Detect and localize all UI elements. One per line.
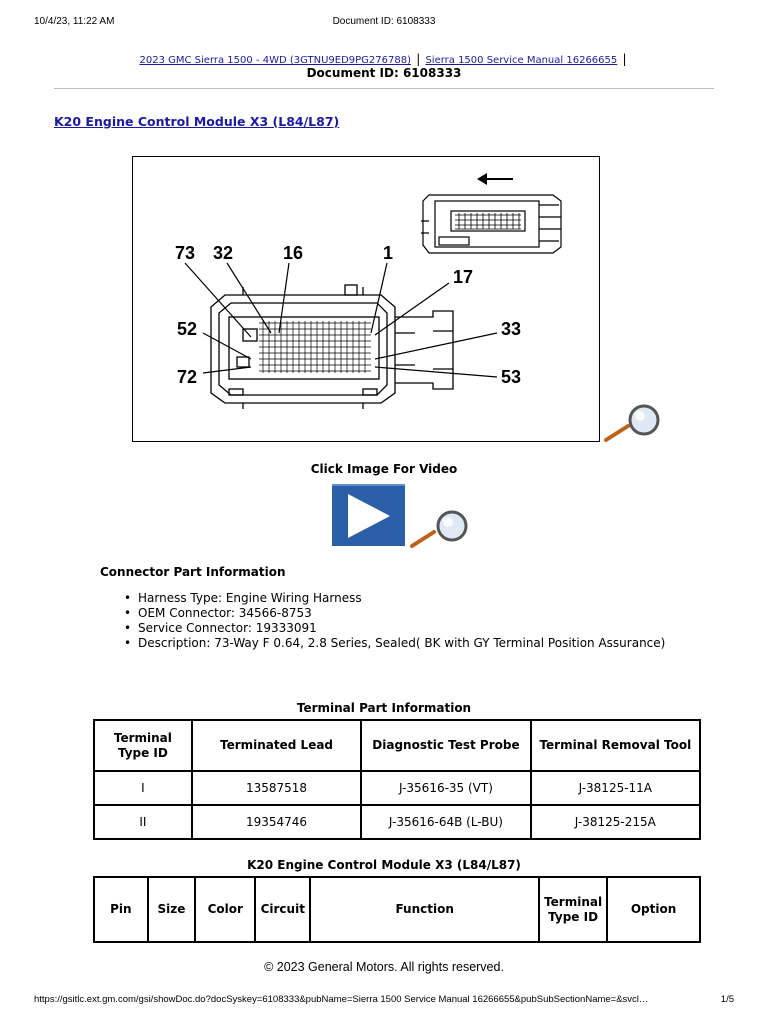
column-header: Terminated Lead xyxy=(190,719,363,772)
table-cell: 19354746 xyxy=(190,804,363,840)
vehicle-link[interactable]: 2023 GMC Sierra 1500 - 4WD (3GTNU9ED9PG2… xyxy=(139,55,412,66)
table-row: I 13587518 J-35616-35 (VT) J-38125-11A xyxy=(93,770,702,806)
table-cell: I xyxy=(93,770,193,806)
column-header: Color xyxy=(194,876,257,943)
play-icon xyxy=(348,494,390,538)
table-row: II 19354746 J-35616-64B (L-BU) J-38125-2… xyxy=(93,804,702,840)
magnifier-icon[interactable] xyxy=(604,402,666,446)
breadcrumb: 2023 GMC Sierra 1500 - 4WD (3GTNU9ED9PG2… xyxy=(0,52,768,68)
callout-label: 1 xyxy=(383,243,393,263)
print-header: 10/4/23, 11:22 AM Document ID: 6108333 xyxy=(34,16,734,30)
callout-label: 32 xyxy=(213,243,233,263)
callout-label: 17 xyxy=(453,267,473,287)
breadcrumb-separator: | xyxy=(416,52,421,66)
table-cell: J-35616-35 (VT) xyxy=(360,770,532,806)
table-cell: J-38125-215A xyxy=(529,804,702,840)
copyright: © 2023 General Motors. All rights reserv… xyxy=(264,960,504,974)
column-header: Terminal Type ID xyxy=(538,876,609,943)
list-item: OEM Connector: 34566-8753 xyxy=(122,606,682,621)
callout-label: 72 xyxy=(177,367,197,387)
terminal-cavities xyxy=(259,321,371,373)
column-header: Option xyxy=(606,876,701,943)
callout-label: 33 xyxy=(501,319,521,339)
callout-labels: 73 32 16 1 17 52 33 72 53 xyxy=(175,243,521,387)
column-header: Function xyxy=(309,876,541,943)
connector-info-heading: Connector Part Information xyxy=(100,565,286,579)
column-header: Terminal Removal Tool xyxy=(529,719,702,772)
divider xyxy=(54,88,714,89)
table-header-row: Pin Size Color Circuit Function Terminal… xyxy=(93,876,701,943)
print-url: https://gsitlc.ext.gm.com/gsi/showDoc.do… xyxy=(34,994,649,1005)
column-header: Diagnostic Test Probe xyxy=(360,719,532,772)
connector-drawing: 73 32 16 1 17 52 33 72 53 xyxy=(175,173,562,409)
page-number: 1/5 xyxy=(720,994,734,1005)
table-cell: J-35616-64B (L-BU) xyxy=(360,804,532,840)
column-header: Pin xyxy=(93,876,149,943)
column-header: Circuit xyxy=(254,876,312,943)
terminal-table: Terminal Type ID Terminated Lead Diagnos… xyxy=(93,719,702,840)
list-item: Service Connector: 19333091 xyxy=(122,621,682,636)
video-label: Click Image For Video xyxy=(310,462,458,476)
terminal-table-caption: Terminal Part Information xyxy=(296,701,472,715)
table-cell: 13587518 xyxy=(190,770,363,806)
table-header-row: Terminal Type ID Terminated Lead Diagnos… xyxy=(93,719,702,772)
column-header: Terminal Type ID xyxy=(93,719,193,772)
pin-table-caption: K20 Engine Control Module X3 (L84/L87) xyxy=(247,858,521,872)
callout-leaders xyxy=(184,262,498,378)
manual-link[interactable]: Sierra 1500 Service Manual 16266655 xyxy=(425,55,618,66)
connector-inset-view xyxy=(421,194,562,254)
table-cell: II xyxy=(93,804,193,840)
connector-info-list: Harness Type: Engine Wiring Harness OEM … xyxy=(122,591,682,651)
print-doc-title: Document ID: 6108333 xyxy=(332,16,436,27)
callout-label: 73 xyxy=(175,243,195,263)
arrow-left-icon xyxy=(477,173,513,185)
document-id: Document ID: 6108333 xyxy=(306,66,462,80)
magnifier-icon[interactable] xyxy=(410,506,472,550)
connector-diagram[interactable]: 73 32 16 1 17 52 33 72 53 xyxy=(132,156,600,442)
list-item: Description: 73-Way F 0.64, 2.8 Series, … xyxy=(122,636,682,651)
pin-table: Pin Size Color Circuit Function Terminal… xyxy=(93,876,701,943)
table-cell: J-38125-11A xyxy=(529,770,702,806)
callout-label: 53 xyxy=(501,367,521,387)
column-header: Size xyxy=(146,876,197,943)
play-video-button[interactable] xyxy=(332,484,405,546)
breadcrumb-separator: | xyxy=(622,52,627,66)
callout-label: 52 xyxy=(177,319,197,339)
callout-label: 16 xyxy=(283,243,303,263)
print-datetime: 10/4/23, 11:22 AM xyxy=(34,16,115,27)
list-item: Harness Type: Engine Wiring Harness xyxy=(122,591,682,606)
connector-face xyxy=(210,284,454,409)
page-title-link[interactable]: K20 Engine Control Module X3 (L84/L87) xyxy=(54,114,340,129)
